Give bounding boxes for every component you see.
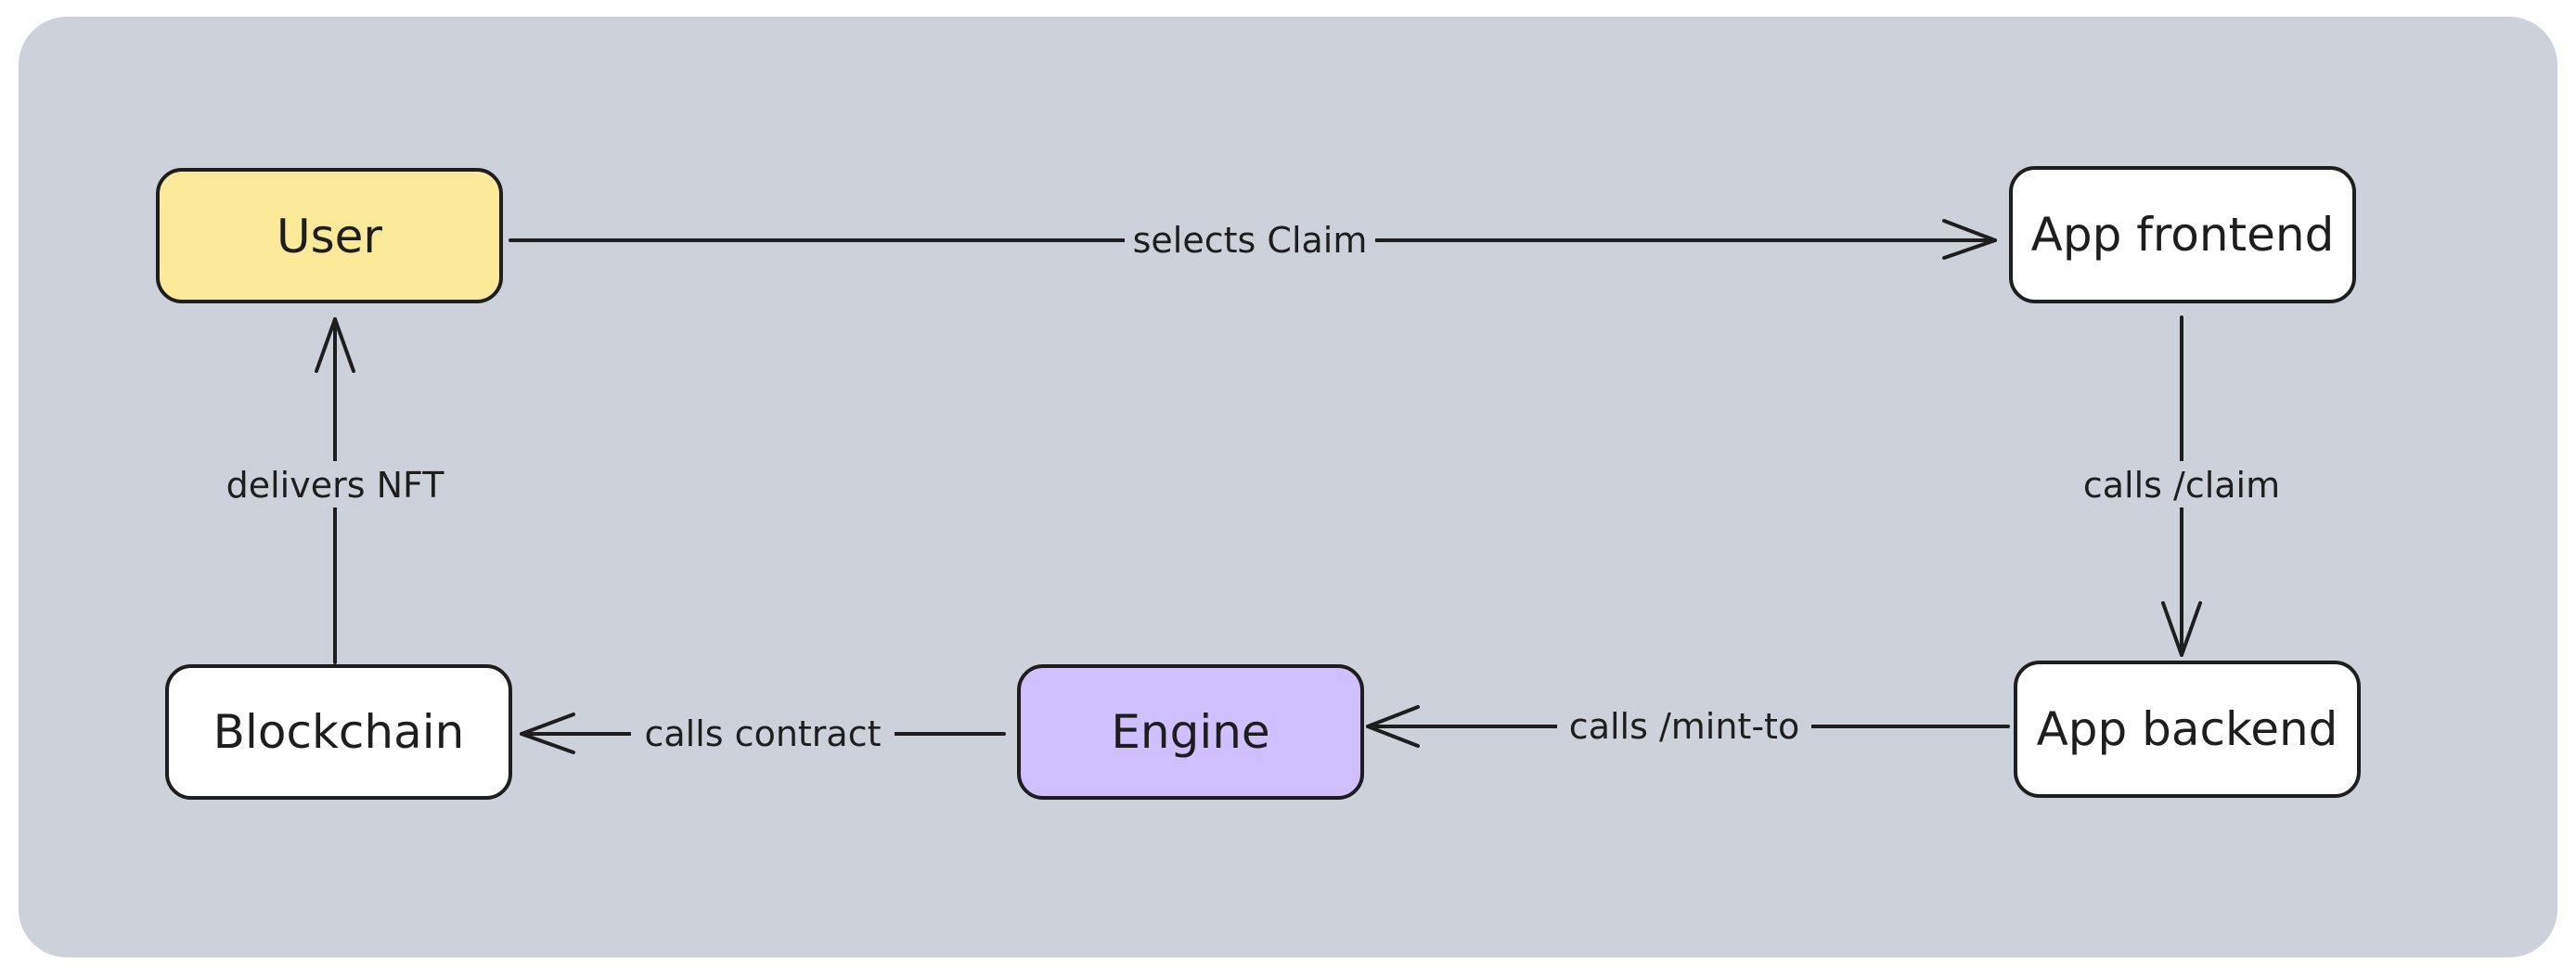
node-app-backend: App backend: [2014, 661, 2361, 798]
node-box-app-backend: [2014, 661, 2361, 798]
arrow-head: [1942, 219, 1997, 260]
node-box-blockchain: [165, 664, 512, 800]
edge-label-calls-mint-to: calls /mint-to: [1569, 706, 1799, 747]
node-label-app-backend: App backend: [2037, 702, 2338, 756]
node-app-frontend: App frontend: [2009, 166, 2356, 303]
node-box-app-frontend: [2009, 166, 2356, 303]
node-label-app-frontend: App frontend: [2031, 208, 2335, 262]
node-blockchain: Blockchain: [165, 664, 512, 800]
edge-label-background: [1557, 703, 1811, 750]
edge-label-background: [631, 711, 895, 757]
node-label-blockchain: Blockchain: [213, 705, 465, 759]
arrow-head: [1366, 705, 1420, 748]
edge-label-background: [1125, 217, 1375, 263]
arrow-head: [520, 713, 575, 754]
edge-engine-to-blockchain: calls contract: [520, 711, 1006, 757]
edge-user-to-frontend: selects Claim: [509, 217, 1997, 263]
node-engine: Engine: [1017, 664, 1364, 800]
arrow-head: [2161, 601, 2202, 657]
node-label-engine: Engine: [1111, 705, 1269, 759]
edge-label-background: [2060, 461, 2303, 507]
node-box-engine: [1017, 664, 1364, 800]
node-label-user: User: [277, 210, 382, 263]
edge-label-background: [212, 461, 458, 507]
edge-frontend-to-backend: calls /claim: [2060, 315, 2303, 657]
edge-backend-to-engine: calls /mint-to: [1366, 703, 2010, 750]
node-user: User: [156, 168, 503, 303]
edge-label-calls-claim: calls /claim: [2083, 465, 2280, 506]
node-box-user: [156, 168, 503, 303]
edge-label-selects-claim: selects Claim: [1133, 220, 1368, 261]
edge-label-delivers-nft: delivers NFT: [226, 465, 445, 506]
arrow-head: [315, 317, 355, 373]
edge-label-calls-contract: calls contract: [645, 713, 882, 754]
edge-blockchain-to-user: delivers NFT: [212, 317, 458, 664]
